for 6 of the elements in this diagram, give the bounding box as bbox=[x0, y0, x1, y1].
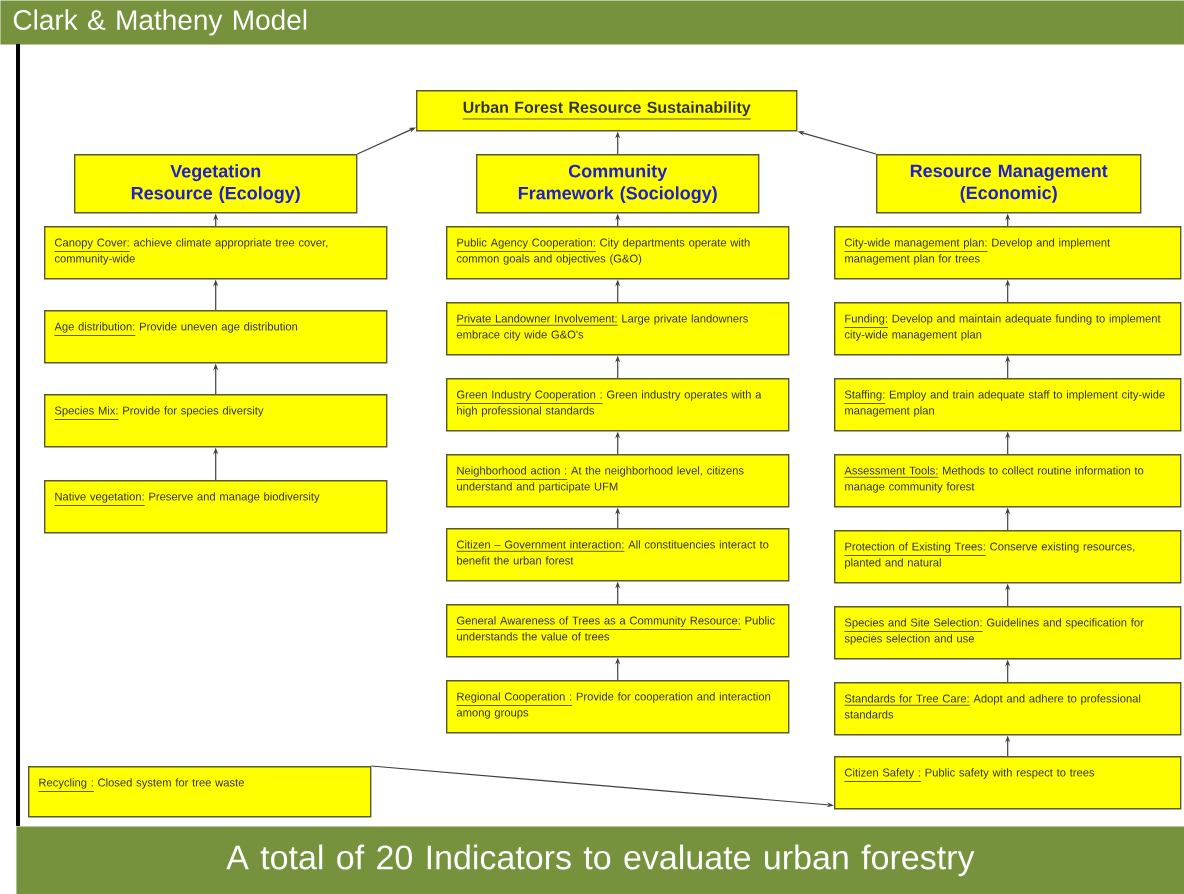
category-box: Vegetation Resource (Ecology) bbox=[74, 154, 358, 214]
caption-band: A total of 20 Indicators to evaluate urban forestry bbox=[16, 826, 1184, 894]
category-box: Community Framework (Sociology) bbox=[476, 154, 760, 214]
category-box: Resource Management (Economic) bbox=[876, 154, 1142, 214]
title-box: Urban Forest Resource Sustainability bbox=[416, 90, 798, 132]
title-band: Clark & Matheny Model bbox=[0, 0, 1184, 45]
